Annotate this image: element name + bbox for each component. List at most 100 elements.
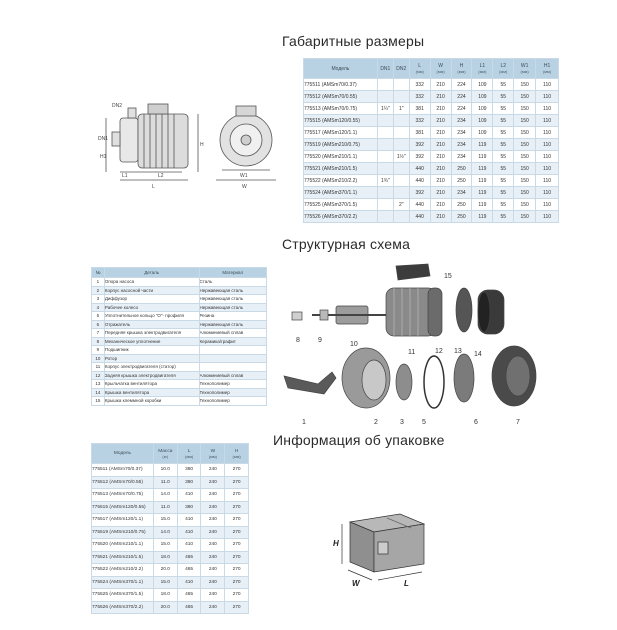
dim-cell: 775521 (AMSm210/1.5): [303, 162, 378, 175]
dim-cell: [392, 78, 410, 91]
dim-cell: 210: [429, 78, 452, 91]
dim-cell: [376, 90, 394, 103]
dim-cell: 109: [471, 78, 494, 91]
dim-cell: 210: [429, 198, 452, 211]
parts-cell: Нержавеющая сталь: [198, 294, 267, 304]
parts-cell: 10: [91, 353, 105, 363]
dim-cell: 440: [408, 162, 431, 175]
callout-11: 11: [408, 349, 415, 356]
parts-header-part: Деталь: [103, 267, 200, 278]
dim-cell: [392, 186, 410, 199]
dim-header-l1: L1(мм): [471, 58, 494, 79]
pack-cell: 775521 (AMSm210/1.5): [91, 550, 154, 564]
pack-cell: 240: [200, 488, 226, 502]
dim-cell: 55: [492, 198, 515, 211]
parts-cell: Ротор: [103, 353, 200, 363]
pack-cell: 15.0: [152, 575, 178, 589]
dim-cell: 440: [408, 210, 431, 223]
dim-cell: 109: [471, 114, 494, 127]
pump-front-view-drawing: W1 W: [216, 105, 276, 190]
dim-cell: 110: [535, 186, 559, 199]
parts-cell: Подшипник: [103, 345, 200, 355]
dim-cell: 150: [513, 174, 537, 187]
dim-cell: 1¾": [376, 174, 394, 187]
dim-cell: 210: [429, 150, 452, 163]
pack-cell: 240: [200, 600, 226, 614]
callout-5: 5: [422, 419, 426, 426]
pack-cell: 775512 (AMSm70/0.55): [91, 475, 154, 489]
pack-cell: 10.0: [152, 463, 178, 477]
pack-cell: 11.0: [152, 500, 178, 514]
pack-cell: 240: [200, 563, 226, 577]
dim-cell: 210: [429, 210, 452, 223]
parts-cell: Корпус насосной части: [103, 285, 200, 295]
label-w1: W1: [240, 173, 248, 179]
dim-cell: 150: [513, 78, 537, 91]
pack-cell: 410: [176, 488, 202, 502]
dim-cell: 775515 (AMSm120/0.55): [303, 114, 378, 127]
dim-cell: 440: [408, 198, 431, 211]
parts-cell: Рабочее колесо: [103, 302, 200, 312]
parts-cell: Технополимер: [198, 387, 267, 397]
dim-cell: 775525 (AMSm370/1.5): [303, 198, 378, 211]
dim-cell: 55: [492, 114, 515, 127]
pack-cell: 775517 (AMSm120/1.1): [91, 513, 154, 527]
pack-cell: 775520 (AMSm210/1.1): [91, 538, 154, 552]
dim-cell: [376, 210, 394, 223]
dim-cell: 55: [492, 90, 515, 103]
dim-cell: 210: [429, 186, 452, 199]
pack-cell: 240: [200, 475, 226, 489]
dim-cell: [392, 210, 410, 223]
dim-cell: 109: [471, 102, 494, 115]
parts-cell: 15: [91, 396, 105, 406]
dim-cell: 110: [535, 150, 559, 163]
pack-header-model: Модель: [91, 443, 154, 464]
pack-cell: 380: [176, 475, 202, 489]
parts-cell: 7: [91, 328, 105, 338]
dim-cell: 775522 (AMSm210/2.2): [303, 174, 378, 187]
box-label-w: W: [352, 579, 361, 588]
dim-cell: 775524 (AMSm370/1.1): [303, 186, 378, 199]
pack-header-h: H(мм): [224, 443, 249, 464]
dim-cell: 109: [471, 126, 494, 139]
label-l1: L1: [122, 173, 128, 179]
parts-cell: 14: [91, 387, 105, 397]
dim-header-w: W(мм): [429, 58, 452, 79]
dim-cell: 775526 (AMSm370/2.2): [303, 210, 378, 223]
dim-header-l2: L2(мм): [492, 58, 515, 79]
dim-cell: 150: [513, 162, 537, 175]
section-title-structure: Структурная схема: [282, 236, 411, 252]
pack-cell: 775524 (AMSm370/1.1): [91, 575, 154, 589]
pack-cell: 410: [176, 575, 202, 589]
dim-cell: [376, 150, 394, 163]
parts-cell: Механическое уплотнение: [103, 336, 200, 346]
dim-cell: 150: [513, 114, 537, 127]
dim-cell: 119: [471, 198, 494, 211]
dim-cell: 110: [535, 174, 559, 187]
dim-cell: 119: [471, 186, 494, 199]
callout-3: 3: [400, 419, 404, 426]
pack-cell: 240: [200, 588, 226, 602]
parts-cell: 1: [91, 277, 105, 287]
pack-cell: 775526 (AMSm370/2.2): [91, 600, 154, 614]
pack-cell: 270: [224, 500, 249, 514]
parts-cell: 13: [91, 379, 105, 389]
box-label-l: L: [404, 579, 409, 588]
parts-cell: 9: [91, 345, 105, 355]
dim-cell: 119: [471, 150, 494, 163]
pack-cell: 18.0: [152, 550, 178, 564]
dim-cell: 110: [535, 114, 559, 127]
pack-cell: 15.0: [152, 513, 178, 527]
dim-cell: 332: [408, 90, 431, 103]
